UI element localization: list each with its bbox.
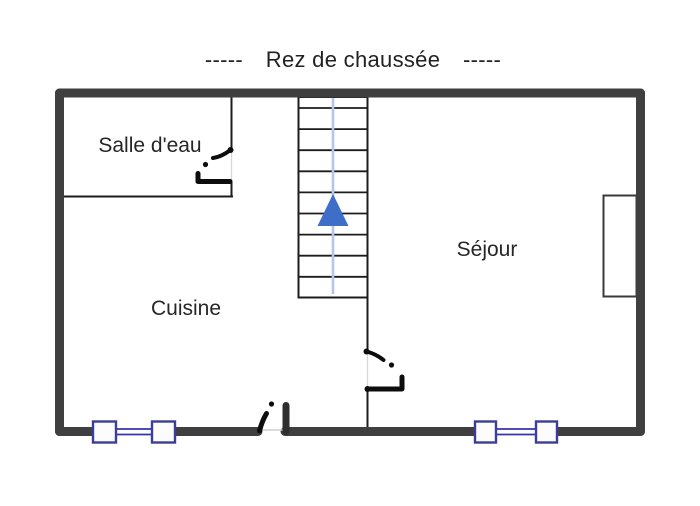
floor-title-dashes-left: ----- — [205, 47, 243, 72]
room-label-kitchen: Cuisine — [151, 297, 221, 320]
window-post — [534, 420, 559, 444]
window-post — [91, 420, 118, 444]
wall-niche — [602, 194, 638, 298]
room-label-living: Séjour — [457, 238, 518, 261]
kitchen-window — [91, 420, 177, 444]
outer-walls — [55, 88, 645, 436]
door-swing-dot — [202, 161, 209, 168]
bathroom-door — [195, 147, 234, 184]
door-leaf — [195, 171, 233, 184]
window-post — [473, 420, 498, 444]
up-arrow-icon — [317, 194, 349, 226]
door-leaf — [257, 411, 269, 434]
door-leaf — [365, 374, 405, 392]
living-room-window — [473, 420, 559, 444]
floor-title: Rez de chaussée — [266, 47, 441, 72]
door-swing-arc — [364, 349, 386, 362]
door-swing-dot — [268, 401, 275, 407]
interior-door — [363, 348, 405, 392]
floor-title-dashes-right: ----- — [463, 47, 501, 72]
door-swing-arc — [211, 148, 233, 160]
room-label-bathroom: Salle d'eau — [98, 134, 201, 157]
entrance-door — [257, 401, 290, 435]
staircase — [297, 96, 369, 299]
interior-walls — [59, 97, 638, 433]
window-post — [150, 420, 177, 444]
door-swing-dot — [388, 362, 395, 368]
